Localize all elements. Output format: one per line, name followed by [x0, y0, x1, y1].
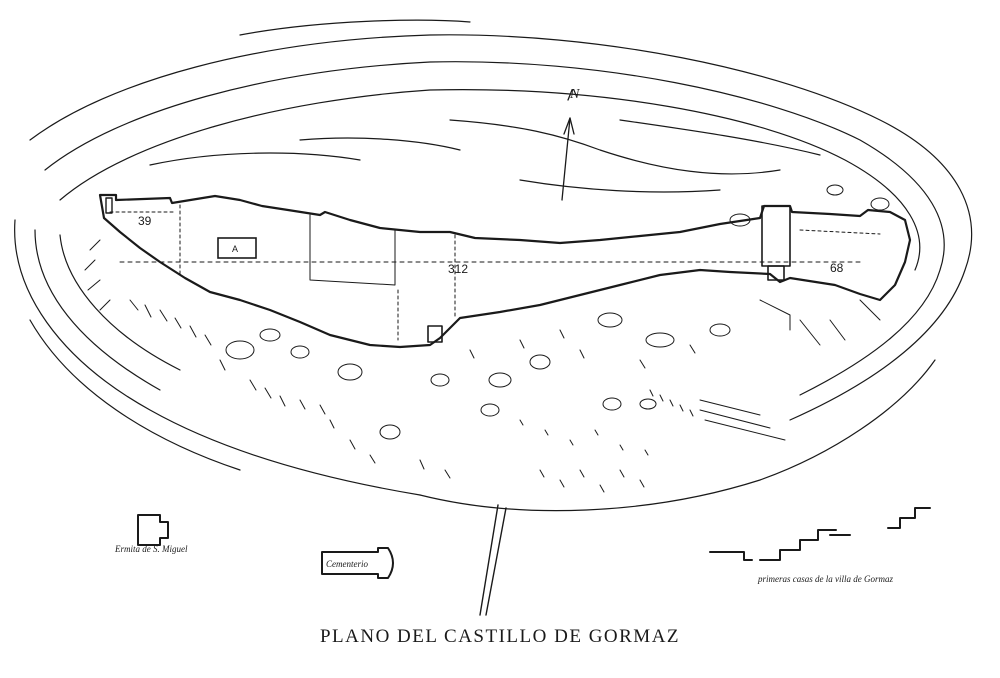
ermita-plan: [137, 514, 169, 546]
building-a-label: A: [232, 244, 238, 254]
interior-divisions: [109, 204, 881, 341]
north-label: N: [569, 87, 580, 102]
castle-walls: [98, 193, 912, 349]
road: [479, 504, 507, 616]
map-title: PLANO DEL CASTILLO DE GORMAZ: [319, 626, 681, 647]
cementerio-plan: [321, 547, 394, 579]
label-cementerio: Cementerio: [326, 559, 368, 569]
village-houses: [709, 507, 931, 561]
north-arrow: [561, 89, 575, 201]
measure-39: 39: [138, 214, 152, 228]
measure-68: 68: [830, 261, 844, 275]
building-a: A: [217, 237, 257, 259]
contour-lines: [14, 19, 973, 512]
rock-hatching: [84, 184, 890, 493]
measure-312: 312: [448, 262, 468, 276]
label-casas: primeras casas de la villa de Gormaz: [757, 574, 893, 584]
label-ermita: Ermita de S. Miguel: [114, 544, 188, 554]
